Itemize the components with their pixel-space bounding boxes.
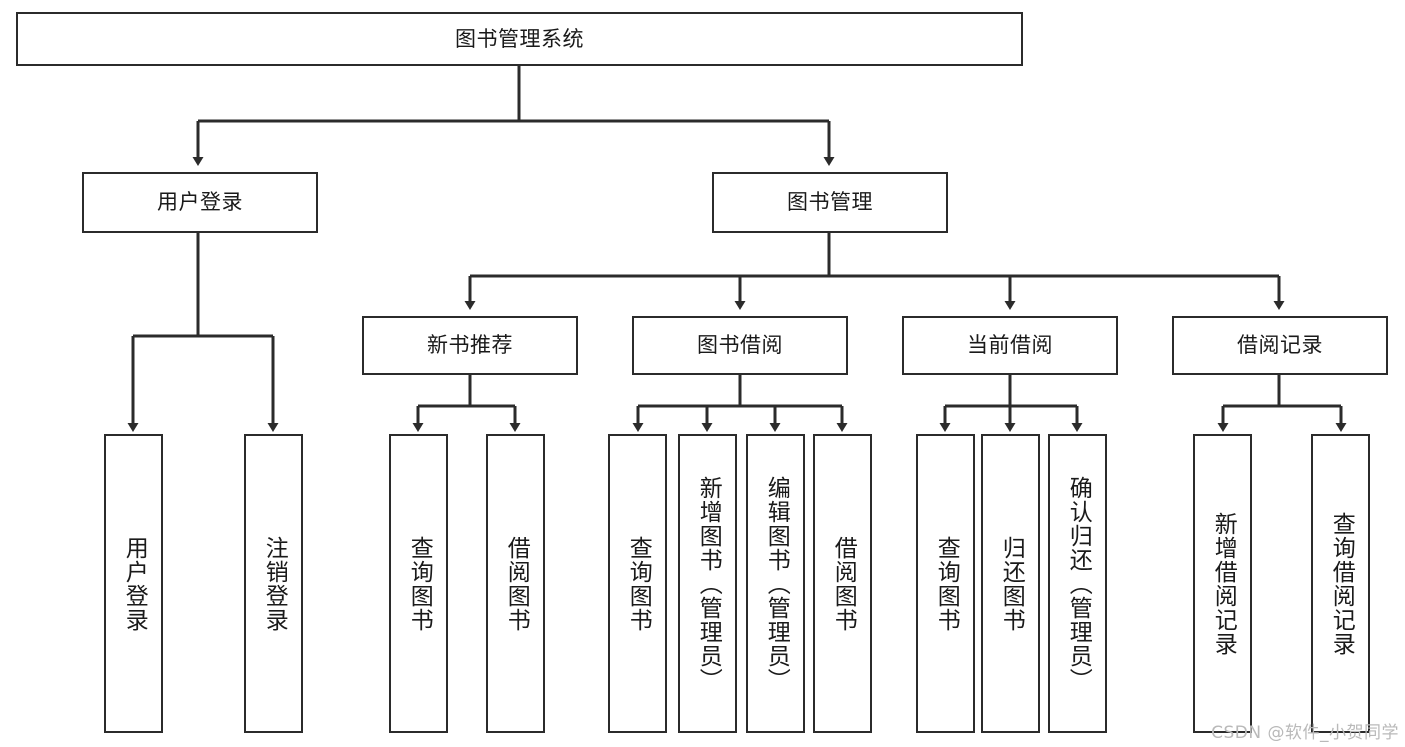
node-root-label: 图书管理系统: [455, 26, 584, 51]
node-leaf-logout-login-label: 注销登录: [261, 535, 288, 632]
node-leaf-borrow-book-1-label: 借阅图书: [503, 535, 530, 632]
node-leaf-user-login-label: 用户登录: [121, 535, 148, 632]
node-leaf-query-book-2-label: 查询图书: [625, 535, 652, 632]
node-root[interactable]: 图书管理系统: [16, 12, 1023, 66]
node-leaf-query-book-3[interactable]: 查询图书: [916, 434, 975, 733]
node-leaf-query-book-1-label: 查询图书: [406, 535, 433, 632]
node-leaf-return-book[interactable]: 归还图书: [981, 434, 1040, 733]
node-user-login[interactable]: 用户登录: [82, 172, 318, 233]
node-leaf-confirm-return[interactable]: 确认归还（管理员）: [1048, 434, 1107, 733]
node-current-borrow[interactable]: 当前借阅: [902, 316, 1118, 375]
node-leaf-borrow-book-2-label: 借阅图书: [830, 535, 857, 632]
node-leaf-borrow-book-2[interactable]: 借阅图书: [813, 434, 872, 733]
node-leaf-query-book-3-label: 查询图书: [933, 535, 960, 632]
node-book-borrow[interactable]: 图书借阅: [632, 316, 848, 375]
node-borrow-record-label: 借阅记录: [1237, 333, 1323, 358]
node-leaf-query-book-1[interactable]: 查询图书: [389, 434, 448, 733]
node-leaf-add-book[interactable]: 新增图书（管理员）: [678, 434, 737, 733]
node-leaf-query-record[interactable]: 查询借阅记录: [1311, 434, 1370, 733]
node-leaf-confirm-return-label: 确认归还（管理员）: [1065, 475, 1092, 692]
node-book-borrow-label: 图书借阅: [697, 333, 783, 358]
node-user-login-label: 用户登录: [157, 190, 243, 215]
node-leaf-edit-book[interactable]: 编辑图书（管理员）: [746, 434, 805, 733]
node-current-borrow-label: 当前借阅: [967, 333, 1053, 358]
watermark-text: CSDN @软件_小贺同学: [1211, 723, 1399, 743]
node-new-book-recommend[interactable]: 新书推荐: [362, 316, 578, 375]
node-leaf-add-record[interactable]: 新增借阅记录: [1193, 434, 1252, 733]
node-leaf-borrow-book-1[interactable]: 借阅图书: [486, 434, 545, 733]
node-leaf-user-login[interactable]: 用户登录: [104, 434, 163, 733]
node-book-management-label: 图书管理: [787, 190, 873, 215]
node-leaf-return-book-label: 归还图书: [998, 535, 1025, 632]
node-leaf-logout-login[interactable]: 注销登录: [244, 434, 303, 733]
node-leaf-query-book-2[interactable]: 查询图书: [608, 434, 667, 733]
node-leaf-edit-book-label: 编辑图书（管理员）: [763, 475, 790, 692]
node-book-management[interactable]: 图书管理: [712, 172, 948, 233]
node-borrow-record[interactable]: 借阅记录: [1172, 316, 1388, 375]
node-leaf-add-book-label: 新增图书（管理员）: [695, 475, 722, 692]
node-leaf-add-record-label: 新增借阅记录: [1210, 511, 1237, 656]
node-new-book-recommend-label: 新书推荐: [427, 333, 513, 358]
node-leaf-query-record-label: 查询借阅记录: [1328, 511, 1355, 656]
